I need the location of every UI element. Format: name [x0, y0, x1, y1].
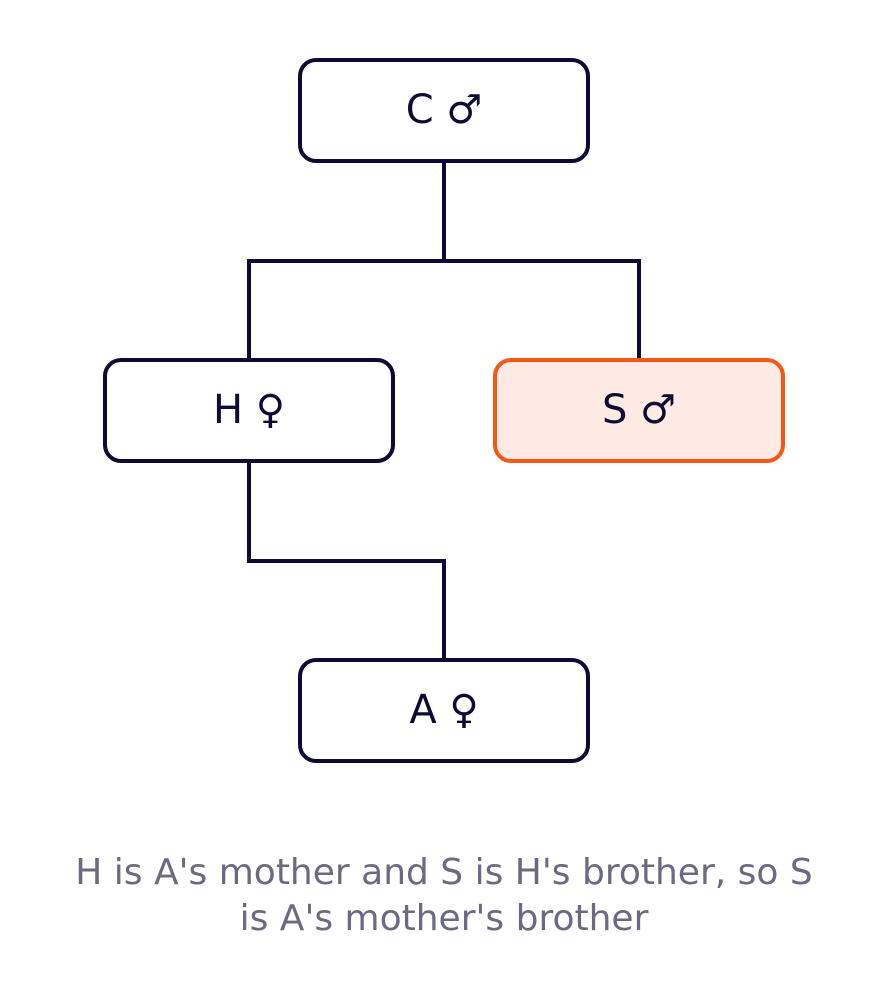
- person-node-s-label: S ♂: [602, 387, 676, 433]
- connector-h-to-a: [247, 461, 446, 661]
- person-node-a: A ♀: [298, 658, 590, 763]
- diagram-caption: H is A's mother and S is H's brother, so…: [0, 850, 888, 942]
- person-node-s-box: [493, 358, 785, 463]
- person-node-a-box: [298, 658, 590, 763]
- person-node-c: C ♂: [298, 58, 590, 163]
- caption-line-1: H is A's mother and S is H's brother, so…: [75, 852, 813, 893]
- person-node-c-label: C ♂: [406, 87, 483, 133]
- connector-c-to-siblings: [247, 161, 641, 361]
- person-node-h-label: H ♀: [213, 387, 285, 433]
- person-node-c-box: [298, 58, 590, 163]
- person-node-s: S ♂: [493, 358, 785, 463]
- person-node-a-label: A ♀: [409, 687, 478, 733]
- caption-line-2: is A's mother's brother: [239, 898, 649, 939]
- person-node-h-box: [103, 358, 395, 463]
- person-node-h: H ♀: [103, 358, 395, 463]
